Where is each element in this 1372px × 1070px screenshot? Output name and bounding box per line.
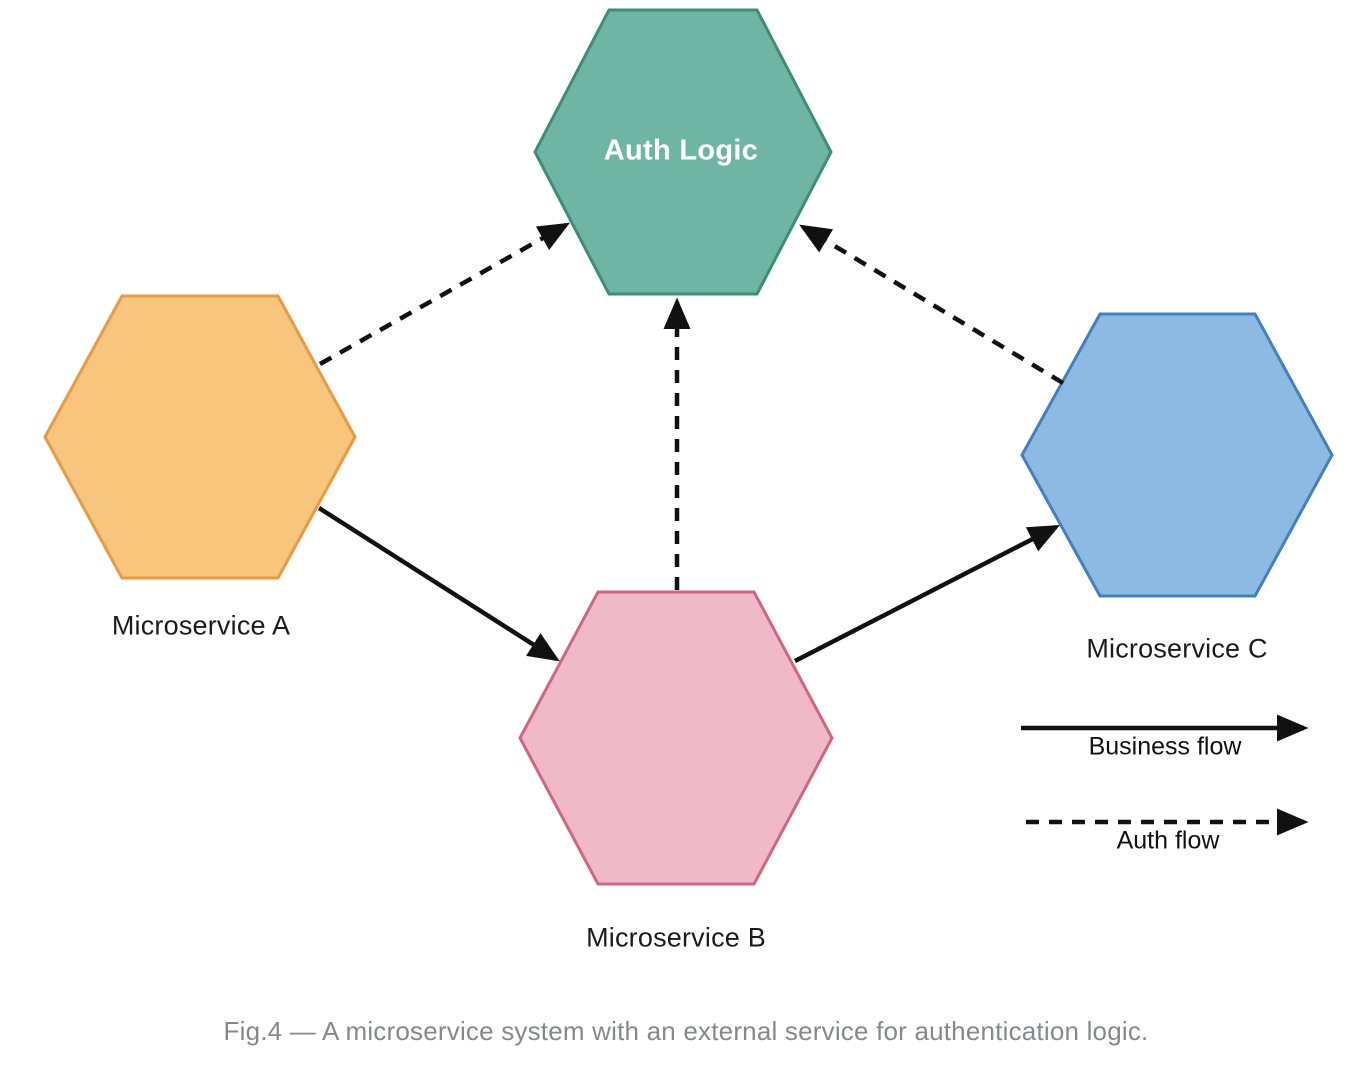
- figure-caption: Fig.4 — A microservice system with an ex…: [223, 1016, 1149, 1046]
- edge-c-to-auth: [799, 224, 1065, 385]
- auth-logic-hexagon: [533, 8, 833, 296]
- legend-business-flow-label: Business flow: [1088, 732, 1242, 761]
- microservice-c-label: Microservice C: [1086, 633, 1268, 664]
- legend-auth-flow-label: Auth flow: [1116, 826, 1220, 855]
- edge-a-to-b: [317, 506, 560, 662]
- microservice-a-hexagon: [43, 294, 357, 580]
- microservice-a-label: Microservice A: [111, 610, 291, 641]
- microservice-b-label: Microservice B: [586, 922, 766, 953]
- microservice-c-hexagon: [1020, 312, 1334, 598]
- edge-b-to-c: [793, 524, 1061, 664]
- auth-logic-title: Auth Logic: [603, 134, 759, 167]
- microservice-b-hexagon: [518, 590, 834, 886]
- edge-a-to-auth: [318, 222, 570, 366]
